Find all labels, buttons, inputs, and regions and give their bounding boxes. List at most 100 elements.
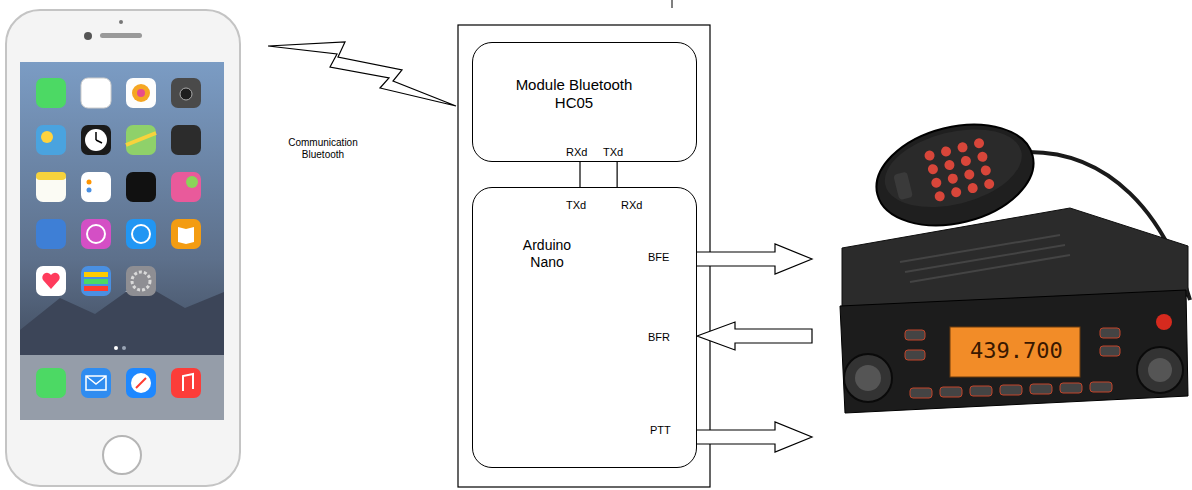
radio-button [940,387,962,397]
box-title: Arduino Nano [514,237,580,271]
app-icon-mark [132,84,150,102]
mic-face [877,116,1030,220]
mic-side-key [893,172,913,201]
app-icon [126,219,156,249]
radio-button [905,330,925,340]
tick-mark [672,0,673,8]
phone-dock [20,355,224,420]
app-icon-mark [87,188,92,193]
speaker-grille [900,235,1070,282]
mic-key [923,150,935,162]
app-icon-mark [183,374,193,391]
module-box: Module Bluetooth HC05 [472,42,697,162]
radio-knob-cap [1148,358,1172,382]
app-icon [36,125,66,155]
home-button [103,436,141,474]
mic-key [980,164,992,176]
connector-group [580,162,617,187]
mic-body [866,109,1044,241]
mic-key [940,145,952,157]
signal-label: BFR [648,331,670,344]
app-icon [126,368,156,398]
app-icon-mark [84,279,108,284]
pin-label: RXd [621,199,642,212]
app-icon [126,125,156,155]
mic-key [983,178,995,190]
app-icon [36,172,66,202]
app-icon-mark [84,272,108,277]
app-icon-mark [36,172,66,180]
app-icon-mark [131,373,151,393]
radio-display [950,327,1080,377]
box-title: Module Bluetooth HC05 [499,76,649,112]
link-label: Communication Bluetooth [282,137,364,161]
gear-mark [132,272,150,290]
phone-speaker [100,33,142,38]
radio-knob [844,354,892,402]
pin-label: TXd [566,199,586,212]
radio-button [1090,382,1112,392]
app-icon-mark [86,376,106,390]
mic-key [960,155,972,167]
app-icon [81,172,111,202]
phone-sensor [119,20,123,24]
app-icon-mark [132,225,150,243]
app-icon [171,125,201,155]
app-icon [36,368,66,398]
mic-key [950,186,962,198]
app-icon [81,125,111,155]
mic-key [943,159,955,171]
wire-connector [617,162,618,187]
app-icon-mark [186,176,198,188]
enclosure-outline [458,25,710,487]
app-icon-mark [178,227,194,244]
app-icon-mark [180,88,192,100]
phone-screen [20,62,224,420]
mic-key [934,190,946,202]
screen-mountains [20,282,224,420]
app-icon-mark [126,133,156,145]
radio-knob [1137,347,1183,393]
phone-camera [84,32,92,40]
radio-knob-cap [855,365,881,391]
radio-button [1000,385,1022,395]
app-icon [171,172,201,202]
radio-button [1060,383,1082,393]
app-icon [81,266,111,296]
app-icon-mark [84,286,108,291]
mic-key [967,182,979,194]
radio-microphone [866,109,1044,241]
mic-key [976,151,988,163]
display-readout: 439.700 [970,338,1063,364]
clock-hands [96,132,102,143]
app-icon [36,78,66,108]
signal-label: PTT [650,424,671,437]
app-icon-mark [87,180,92,185]
mic-key [956,141,968,153]
mic-key [927,163,939,175]
app-icon-mark [87,225,105,243]
signal-arrow [697,322,812,350]
radio-button [970,386,992,396]
app-icon [36,219,66,249]
app-icon [36,266,66,296]
pin-label: TXd [603,146,623,159]
wire-connector [579,162,580,187]
power-button [1156,314,1172,330]
radio-button [1030,384,1052,394]
mic-key [947,173,959,185]
mic-key [973,137,985,149]
app-icon [81,78,111,108]
app-icon [171,219,201,249]
page-dot [122,346,126,350]
app-icon [126,172,156,202]
app-icon-mark [41,131,53,143]
app-icon [171,78,201,108]
phone-body [6,10,240,486]
app-icon-mark [136,378,146,388]
app-icon [81,368,111,398]
radio-button [1100,346,1120,356]
pin-label: RXd [566,146,587,159]
